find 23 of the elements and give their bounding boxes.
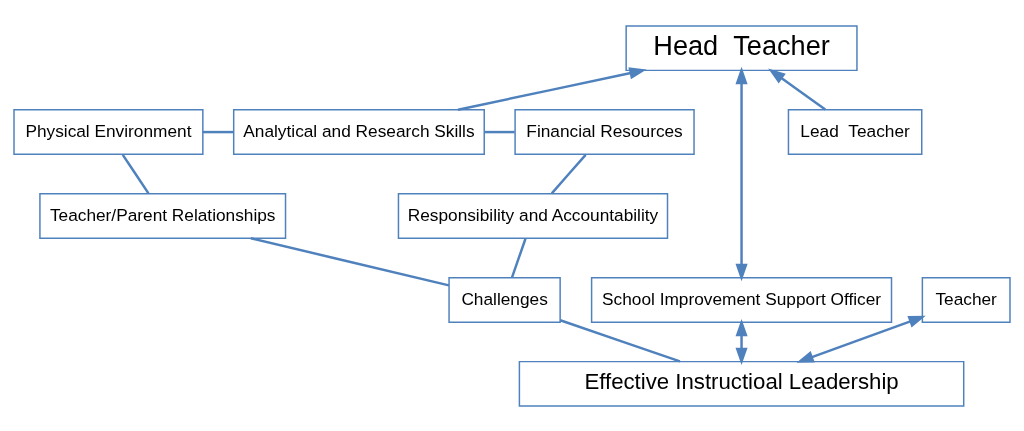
node-box: Head Teacher — [625, 24, 858, 71]
arrow — [768, 67, 826, 110]
node-box: School Improvement Support Officer — [590, 276, 893, 323]
connector — [550, 153, 587, 194]
node-box: Teacher/Parent Relationships — [39, 192, 287, 239]
node-box: Lead Teacher — [787, 108, 923, 155]
arrow — [796, 315, 926, 363]
node-box: Effective Instructioal Leadership — [518, 360, 965, 407]
node-box: Challenges — [448, 276, 561, 323]
node-box: Responsibility and Accountability — [397, 192, 669, 239]
connector — [121, 153, 150, 194]
connector — [202, 130, 234, 133]
connector — [250, 236, 450, 287]
node-box: Analytical and Research Skills — [232, 108, 485, 155]
node-box: Physical Environment — [13, 108, 204, 155]
arrow — [457, 66, 647, 111]
connector — [559, 318, 681, 363]
node-box: Teacher — [921, 276, 1011, 323]
connector — [510, 237, 527, 278]
arrow — [735, 318, 748, 365]
connector — [484, 130, 515, 133]
arrow — [735, 66, 748, 281]
node-box: Financial Resources — [514, 108, 695, 155]
